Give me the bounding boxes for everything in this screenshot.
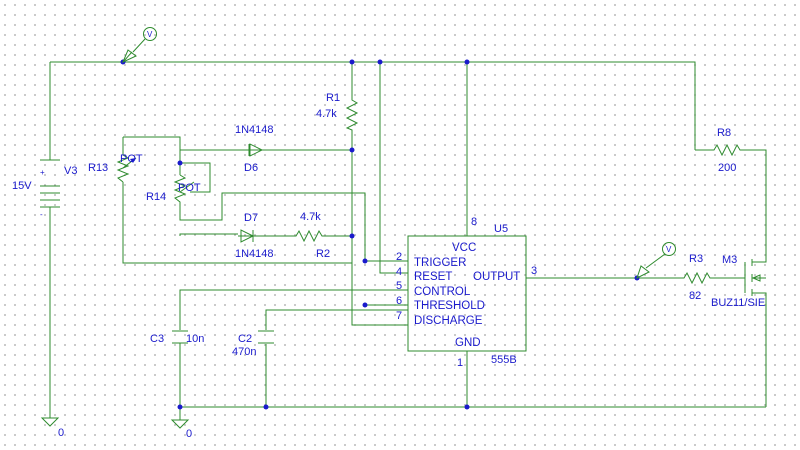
probe-label: V xyxy=(147,30,153,39)
ic-pin-gnd: GND xyxy=(455,337,481,349)
v3-ref-label: V3 xyxy=(64,165,77,177)
resistor-r8[interactable] xyxy=(710,143,742,157)
r3-ref-label: R3 xyxy=(689,253,703,265)
v3-plus-sign: + xyxy=(40,168,45,177)
probe-label: V xyxy=(666,245,672,254)
r8-value-label: 200 xyxy=(718,162,736,174)
junction-dot xyxy=(263,404,269,410)
c3-ref-label: C3 xyxy=(150,333,164,345)
r14-wiper-wire xyxy=(180,162,211,193)
r13-value-label: POT xyxy=(120,153,143,165)
junction-dot xyxy=(349,59,355,65)
v3-source[interactable]: + - xyxy=(40,159,60,220)
u5-model-label: 555B xyxy=(491,354,517,366)
top-rail-wire xyxy=(50,61,696,150)
ic-pin-control: CONTROL xyxy=(414,286,471,298)
v3-minus-sign: - xyxy=(40,210,43,219)
pin-number: 4 xyxy=(396,266,402,278)
ic-pin-reset: RESET xyxy=(414,271,452,283)
reset-wire xyxy=(379,62,408,274)
pin-number: 8 xyxy=(471,216,477,228)
ground-symbol xyxy=(40,417,60,427)
ic-pin-discharge: DISCHARGE xyxy=(414,315,483,327)
junction-dot xyxy=(377,59,383,65)
v3-value-label: 15V xyxy=(12,180,32,192)
d6-value-label: 1N4148 xyxy=(235,124,274,136)
ground-symbol xyxy=(170,419,190,429)
d7-value-label: 1N4148 xyxy=(235,248,274,260)
junction-dot xyxy=(464,59,470,65)
junction-dot xyxy=(349,233,355,239)
r13-bottom-wire xyxy=(122,182,352,264)
c2-top-wire xyxy=(265,309,408,330)
voltage-probe-icon[interactable] xyxy=(122,27,157,63)
r14-value-label: POT xyxy=(178,182,201,194)
diode-d6[interactable] xyxy=(242,143,264,157)
c2-ref-label: C2 xyxy=(238,333,252,345)
ic-pin-vcc: VCC xyxy=(452,242,476,254)
resistor-r3[interactable] xyxy=(680,271,712,285)
source-wire xyxy=(752,292,767,407)
junction-dot xyxy=(362,258,368,264)
junction-dot xyxy=(177,160,183,166)
r13-top-wire xyxy=(123,136,181,163)
ground-label: 0 xyxy=(186,428,192,440)
d6-ref-label: D6 xyxy=(244,162,258,174)
wires xyxy=(49,61,767,420)
pin-number: 3 xyxy=(531,265,537,277)
capacitor-c3[interactable] xyxy=(172,330,188,346)
junction-dot xyxy=(464,404,470,410)
r14-ref-label: R14 xyxy=(146,191,166,203)
diode-d7[interactable] xyxy=(238,229,258,243)
pin-number: 6 xyxy=(396,295,402,307)
pin-number: 2 xyxy=(396,251,402,263)
r1-discharge-wire xyxy=(351,135,408,326)
r8-ref-label: R8 xyxy=(717,127,731,139)
drain-wire xyxy=(742,149,767,263)
ic-pin-trigger: TRIGGER xyxy=(414,257,466,269)
r1-ref-label: R1 xyxy=(326,92,340,104)
junction-dot xyxy=(362,302,368,308)
u5-ref-label: U5 xyxy=(494,223,508,235)
ic-pin-threshold: THRESHOLD xyxy=(414,300,485,312)
r1-value-label: 4.7k xyxy=(316,108,337,120)
d7-left-wire xyxy=(179,233,238,236)
capacitor-c2[interactable] xyxy=(258,330,274,344)
potentiometer-r13[interactable] xyxy=(116,154,137,183)
ic-555-u5[interactable] xyxy=(407,235,527,352)
r3-value-label: 82 xyxy=(689,290,701,302)
m3-value-label: BUZ11/SIE xyxy=(711,297,765,309)
pin-number: 7 xyxy=(396,310,402,322)
resistor-r1[interactable] xyxy=(345,95,359,135)
r2-value-label: 4.7k xyxy=(300,211,321,223)
c3-value-label: 10n xyxy=(186,333,204,345)
trigger-wire xyxy=(179,192,408,262)
junction-dot xyxy=(349,147,355,153)
ground-label: 0 xyxy=(58,427,64,439)
mosfet-m3[interactable] xyxy=(744,259,766,296)
m3-ref-label: M3 xyxy=(722,254,737,266)
ic-pin-output: OUTPUT xyxy=(473,271,520,283)
junctions xyxy=(120,59,640,410)
r13-ref-label: R13 xyxy=(88,162,108,174)
junction-dot xyxy=(177,404,183,410)
c2-value-label: 470n xyxy=(232,346,256,358)
potentiometer-r14[interactable] xyxy=(173,174,195,206)
pin-number: 5 xyxy=(396,280,402,292)
pin-number: 1 xyxy=(457,357,463,369)
r2-ref-label: R2 xyxy=(316,248,330,260)
voltage-probe-icon[interactable] xyxy=(636,242,676,279)
d7-ref-label: D7 xyxy=(244,212,258,224)
control-wire xyxy=(179,289,408,330)
resistor-r2[interactable] xyxy=(292,229,326,243)
